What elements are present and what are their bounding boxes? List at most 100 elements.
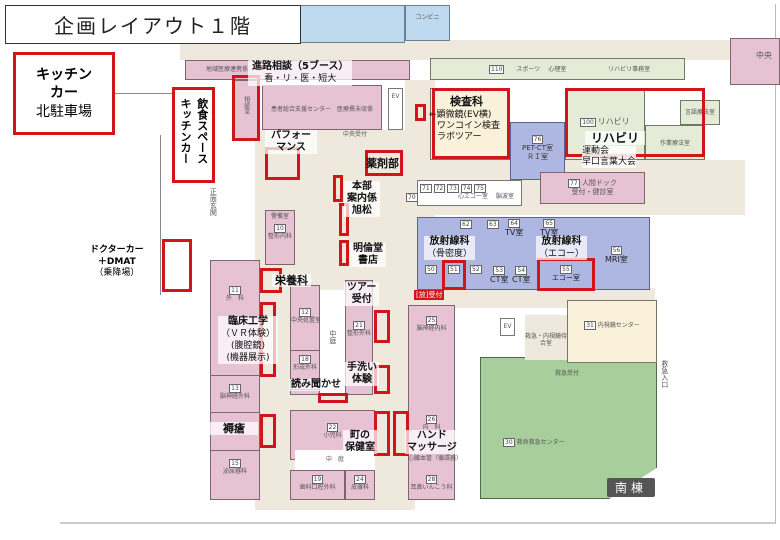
- lab-box[interactable]: [432, 88, 510, 159]
- room-62-number: 62: [460, 220, 472, 230]
- room-52: 52: [470, 265, 482, 275]
- room-24-name: 皮膚科: [350, 484, 369, 492]
- clinical-eng-label: 臨床工学（ＶＲ体験）(腹腔鏡)(機器展示): [218, 316, 279, 364]
- consult-room-box[interactable]: [232, 75, 260, 141]
- radiology-bone-label: 放射線科（骨密度）: [424, 236, 476, 260]
- room-71-number: 71: [420, 184, 432, 194]
- reading-box[interactable]: [318, 393, 348, 403]
- room-19-number: 19: [311, 475, 324, 485]
- lab-onecoin: ワンコイン検査: [437, 120, 501, 131]
- health-room-label: 町の保健室: [343, 430, 377, 454]
- clinical-vr: （ＶＲ体験）: [221, 329, 276, 339]
- guard-room-label: 警備室: [270, 213, 289, 220]
- room-12-number: 12: [299, 308, 311, 318]
- kitchen-car-location: 北駐車場: [36, 103, 92, 120]
- room-50-number: 50: [425, 265, 437, 275]
- er-center-label: 救命救急センター: [516, 439, 565, 446]
- er-wait: 救急・内視鏡待合室: [525, 315, 567, 360]
- clinical-title: 臨床工学: [228, 316, 268, 327]
- rehab-sports-day: 運動会: [582, 146, 610, 156]
- support-label: 患者総合支援センター: [270, 106, 331, 113]
- ct-label: CT室: [490, 275, 509, 285]
- ot-label: 作業療法室: [659, 140, 690, 147]
- room-13-name: 脳神経外科: [219, 393, 250, 401]
- tour-label: ツアー受付: [344, 282, 380, 306]
- elevator-south[interactable]: EV: [500, 318, 515, 336]
- nutrition-label: 栄養科: [272, 274, 311, 288]
- room-63: 63: [487, 220, 499, 230]
- room-75-name: 脳波室: [495, 193, 514, 201]
- room-22-number: 22: [326, 423, 339, 433]
- lab-text: 検査科: [450, 95, 483, 108]
- page-title: 企画レイアウト１階: [5, 5, 301, 44]
- bone-density-box[interactable]: [442, 260, 466, 290]
- room-north-blue: [300, 5, 405, 43]
- kitchen-car-line1: キッチン: [36, 67, 92, 84]
- room-support: 患者総合支援センター 医療費未収係: [262, 85, 382, 130]
- clinical-laparoscope: (腹腔鏡): [230, 341, 266, 351]
- courtyard-south: 中 庭: [295, 450, 375, 470]
- room-24-number: 24: [354, 475, 366, 485]
- room-110-number: 110: [489, 65, 505, 75]
- map-frame: [60, 4, 776, 524]
- bookstore-box[interactable]: [339, 240, 349, 266]
- rad2-sub: （エコー）: [539, 249, 585, 259]
- room-50: 50: [425, 265, 437, 275]
- rehab-sub-label: 運動会早口言葉大会: [582, 146, 637, 168]
- echo-box[interactable]: [537, 258, 595, 291]
- room-10-name: 整形内科: [267, 233, 292, 241]
- room-51-number: 51: [448, 265, 460, 275]
- elevator[interactable]: EV: [388, 88, 403, 130]
- performance-label: パフォー マンス: [265, 130, 317, 154]
- ev-south-label: EV: [503, 323, 512, 330]
- rehab-text: リハビリ: [591, 131, 640, 145]
- room-52-number: 52: [470, 265, 482, 275]
- kitchen-car-box[interactable]: キッチン カー 北駐車場: [13, 52, 115, 135]
- room-72-number: 72: [433, 184, 446, 194]
- pharmacy-box[interactable]: [365, 150, 403, 176]
- hq-label: 本部案内係旭松: [344, 181, 380, 217]
- lab-label: 検査科: [450, 95, 483, 108]
- room-77: 77 人間ドック受付・健診室: [540, 172, 645, 204]
- career-title: 進路相談（5ブース）: [252, 61, 349, 72]
- courtyard-label: 中 庭: [325, 456, 344, 463]
- er-entrance: 救急入口: [660, 360, 669, 390]
- handwash-text: 手洗い: [347, 362, 377, 373]
- er-wait-label: 救急・内視鏡待合室: [525, 333, 568, 348]
- room-store: コンビニ: [405, 5, 450, 41]
- doctor-car-label: ドクターカー ＋DMAT （乗降場）: [90, 245, 144, 280]
- doctor-car-box[interactable]: [162, 239, 192, 292]
- lab-sub-label: ←顕微鏡(EV横)ワンコイン検査ラボツアー: [429, 110, 500, 142]
- microscope-box[interactable]: [415, 104, 426, 121]
- room-central: 中央: [730, 38, 780, 85]
- dock-sub-label: 受付・健診室: [571, 188, 614, 197]
- pressure-box[interactable]: [260, 414, 276, 448]
- echo-label: エコー室: [552, 274, 580, 283]
- room-18-name: 形成外科: [292, 364, 317, 372]
- eating-space-box[interactable]: 飲食スペース キッチンカー: [172, 87, 215, 183]
- room-25-number: 25: [425, 316, 438, 326]
- lab-tour: ラボツアー: [437, 131, 482, 142]
- room-73-number: 73: [447, 184, 459, 194]
- tour-box[interactable]: [374, 310, 390, 343]
- courtyard-v-label: 中庭: [328, 330, 337, 344]
- nutrition-text: 栄養科: [275, 274, 308, 287]
- rehab-label: リハビリ: [585, 131, 646, 146]
- radiology-echo-label: 放射線科（エコー）: [536, 236, 588, 260]
- hq-box[interactable]: [333, 175, 343, 202]
- pharmacy-text: 薬剤部: [366, 157, 399, 170]
- rad1-text: 放射線科: [429, 236, 470, 247]
- radiology-reception-badge: [放]受付: [414, 290, 445, 300]
- room-27: 心臓血管（循環器）: [408, 455, 462, 462]
- room-63-number: 63: [487, 220, 499, 230]
- room-70-number: 70: [406, 193, 418, 203]
- pressure-text: 褥瘡: [223, 422, 245, 435]
- doctor-car-line2: ＋DMAT: [97, 256, 136, 267]
- room-51: 51: [448, 265, 460, 275]
- bookstore-text: 書店: [358, 255, 378, 266]
